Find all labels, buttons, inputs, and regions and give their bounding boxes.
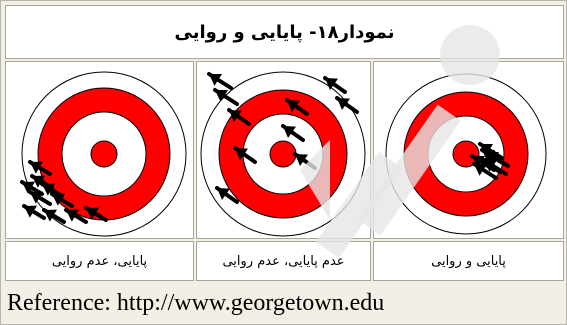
caption-reliable-and-valid: پایایی و روایی <box>373 241 564 281</box>
panel-reliable-not-valid <box>5 61 194 239</box>
caption-not-reliable-not-valid: عدم پایایی، عدم روایی <box>196 241 371 281</box>
target-icon <box>6 62 193 238</box>
target-icon <box>197 62 370 238</box>
target-icon <box>374 62 563 238</box>
arrow-icon <box>209 74 231 88</box>
panel-reliable-and-valid <box>373 61 564 239</box>
figure-title: نمودار۱۸- پایایی و روایی <box>5 5 564 59</box>
panel-not-reliable-not-valid <box>196 61 371 239</box>
reference-text: Reference: http://www.georgetown.edu <box>7 283 562 323</box>
caption-reliable-not-valid: پایایی، عدم روایی <box>5 241 194 281</box>
arrow-icon <box>24 206 44 218</box>
